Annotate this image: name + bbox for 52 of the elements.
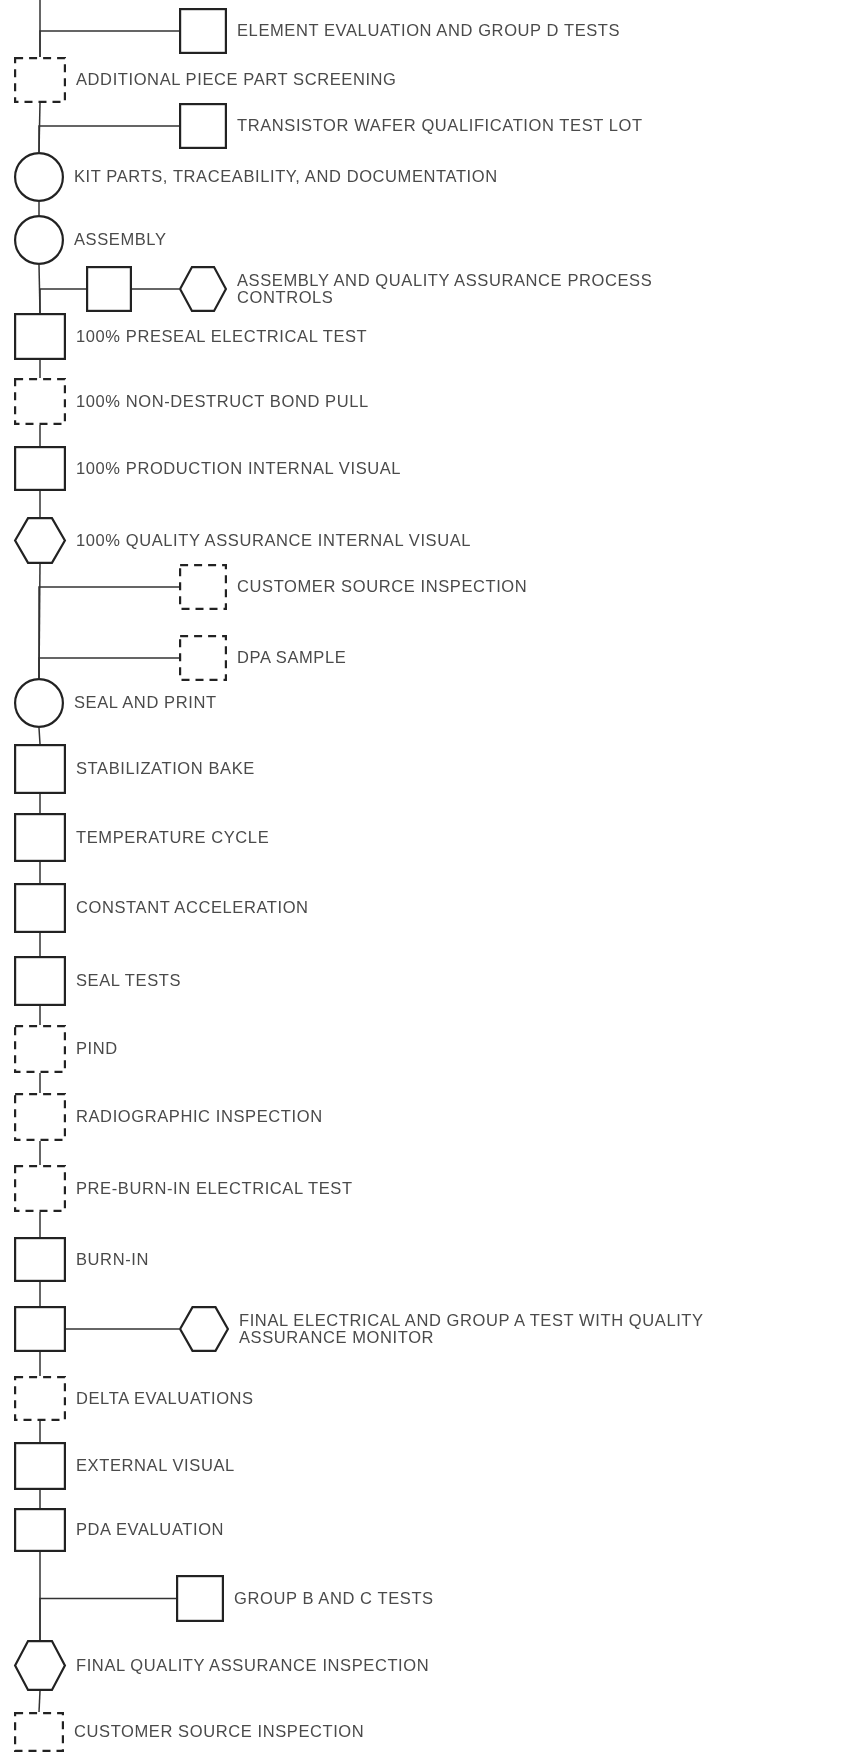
step-label: KIT PARTS, TRACEABILITY, AND DOCUMENTATION — [74, 168, 498, 186]
connector-line — [39, 1420, 41, 1443]
step-label: PDA EVALUATION — [76, 1521, 225, 1539]
step-label: FINAL ELECTRICAL AND GROUP A TEST WITH QUALITY ASSURANCE MONITOR — [239, 1311, 705, 1347]
connector-line — [39, 861, 41, 884]
step-label: EXTERNAL VISUAL — [76, 1457, 235, 1475]
step-label: GROUP B AND C TESTS — [234, 1589, 434, 1608]
step-label: TRANSISTOR WAFER QUALIFICATION TEST LOT — [237, 117, 643, 135]
step-label: DELTA EVALUATIONS — [76, 1389, 254, 1408]
step-label: ELEMENT EVALUATION AND GROUP D TESTS — [237, 22, 621, 40]
connector-line — [38, 1690, 41, 1713]
connector-line — [38, 727, 41, 745]
connector-line — [131, 288, 180, 290]
connector-line — [38, 201, 40, 216]
step-label: 100% QUALITY ASSURANCE INTERNAL VISUAL — [76, 531, 472, 550]
connector-line — [39, 793, 41, 814]
step-label: CUSTOMER SOURCE INSPECTION — [237, 578, 528, 596]
connector-line — [39, 1005, 41, 1026]
connector-line — [39, 1597, 177, 1641]
step-label: TEMPERATURE CYCLE — [76, 828, 270, 847]
connector-line — [39, 1211, 41, 1238]
step-label: 100% NON-DESTRUCT BOND PULL — [76, 392, 369, 411]
connector-line — [38, 657, 180, 679]
connector-line — [39, 359, 41, 379]
step-label: 100% PRESEAL ELECTRICAL TEST — [76, 327, 368, 346]
step-label: FINAL QUALITY ASSURANCE INSPECTION — [76, 1656, 430, 1675]
connector-line — [65, 1328, 180, 1330]
connector-line — [39, 30, 180, 58]
connector-line — [39, 288, 87, 314]
step-label: PRE-BURN-IN ELECTRICAL TEST — [76, 1179, 353, 1198]
step-label: DPA SAMPLE — [237, 649, 347, 667]
connector-line — [39, 1140, 41, 1166]
connector-line — [39, 1072, 41, 1094]
connector-line — [39, 424, 41, 447]
step-label: SEAL AND PRINT — [74, 694, 217, 712]
step-label: CONSTANT ACCELERATION — [76, 899, 309, 917]
step-label: SEAL TESTS — [76, 972, 182, 990]
step-label: STABILIZATION BAKE — [76, 760, 255, 778]
step-label: RADIOGRAPHIC INSPECTION — [76, 1108, 323, 1126]
step-label: ASSEMBLY — [74, 231, 167, 249]
step-label: ASSEMBLY AND QUALITY ASSURANCE PROCESS CONTROLS — [237, 271, 654, 307]
step-label: CUSTOMER SOURCE INSPECTION — [74, 1723, 365, 1741]
step-label: 100% PRODUCTION INTERNAL VISUAL — [76, 459, 402, 478]
connector-line — [39, 490, 41, 518]
step-label: PIND — [76, 1040, 118, 1058]
step-label: ADDITIONAL PIECE PART SCREENING — [76, 71, 397, 89]
connector-line — [39, 932, 41, 957]
connector-line — [39, 1351, 41, 1377]
step-label: BURN-IN — [76, 1250, 149, 1269]
connector-line — [38, 125, 180, 153]
connector-line — [39, 1489, 41, 1509]
connector-line — [39, 1281, 41, 1307]
